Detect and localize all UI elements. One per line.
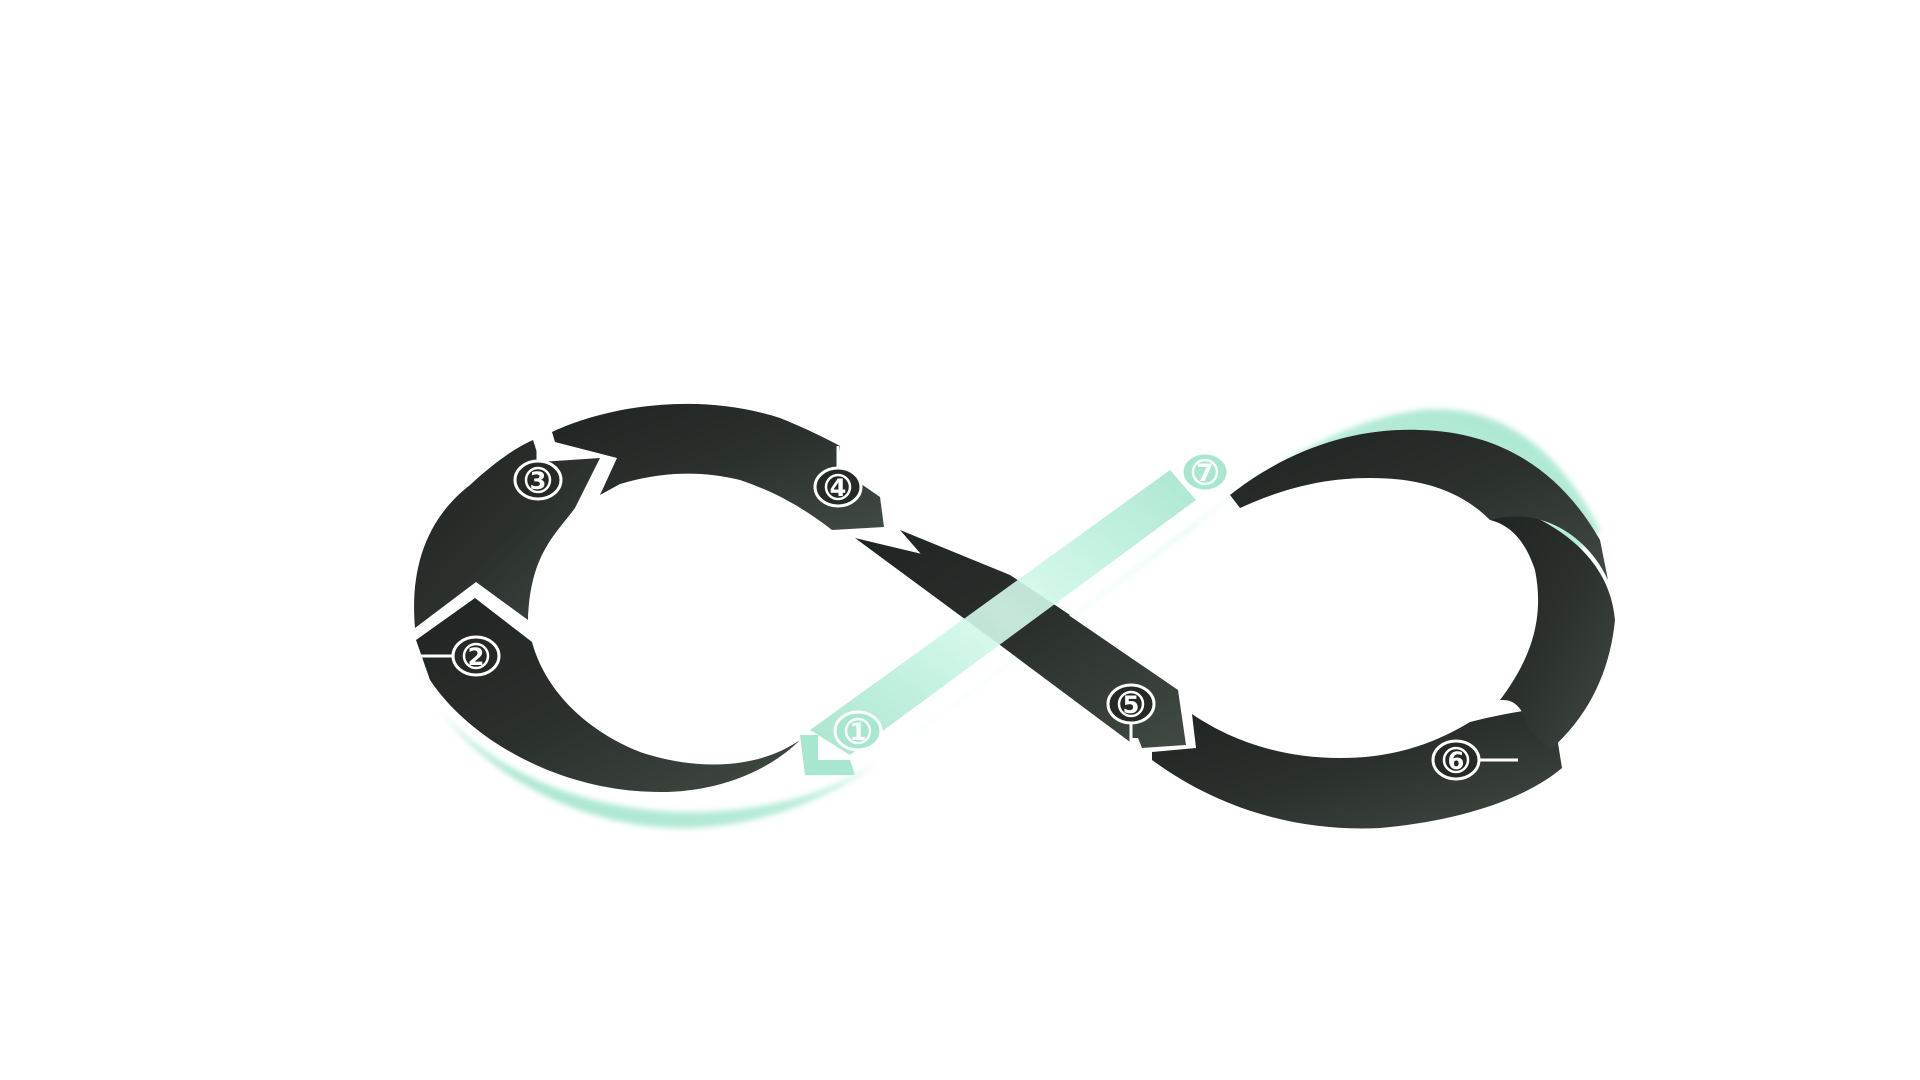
step-inner-ring-7 (1191, 458, 1219, 486)
segment-6 (1152, 706, 1562, 829)
step-inner-ring-1 (844, 717, 872, 745)
segment-1-base (800, 735, 855, 775)
step-ring-4 (813, 466, 863, 508)
step-badge-5: 5 (1106, 683, 1156, 742)
step-number-7: 7 (1197, 459, 1214, 487)
step-badge-7: 7 (1180, 432, 1230, 493)
segment-7-right-lobe (1230, 429, 1608, 580)
step-ring-7 (1180, 451, 1230, 493)
step-badge-4: 4 (813, 446, 863, 508)
step-inner-ring-6 (1442, 746, 1470, 774)
step-inner-ring-2 (462, 642, 490, 670)
step-ring-2 (451, 635, 501, 677)
step-inner-ring-5 (1117, 690, 1145, 718)
step-number-1: 1 (850, 718, 867, 746)
step-badge-1: 1 (833, 710, 883, 762)
step-number-6: 6 (1448, 747, 1465, 775)
segment-3 (414, 440, 600, 628)
segment-1-diagonal (810, 470, 1196, 755)
step-number-4: 4 (830, 474, 847, 502)
step-ring-1 (833, 710, 883, 752)
segment-6-arrow (1490, 500, 1615, 750)
step-number-2: 2 (468, 643, 485, 671)
step-number-5: 5 (1123, 691, 1140, 719)
segment-5 (855, 530, 1186, 748)
step-badge-2: 2 (420, 635, 501, 677)
step-badges: 1 2 3 4 5 6 7 (420, 432, 1518, 781)
step-number-3: 3 (530, 467, 547, 495)
step-badge-3: 3 (513, 442, 563, 501)
step-ring-6 (1431, 739, 1481, 781)
step-inner-ring-3 (524, 466, 552, 494)
segment-4 (552, 403, 884, 530)
step-ring-5 (1106, 683, 1156, 725)
segment-2 (416, 598, 800, 792)
step-badge-6: 6 (1431, 739, 1518, 781)
step-ring-3 (513, 459, 563, 501)
step-inner-ring-4 (824, 473, 852, 501)
